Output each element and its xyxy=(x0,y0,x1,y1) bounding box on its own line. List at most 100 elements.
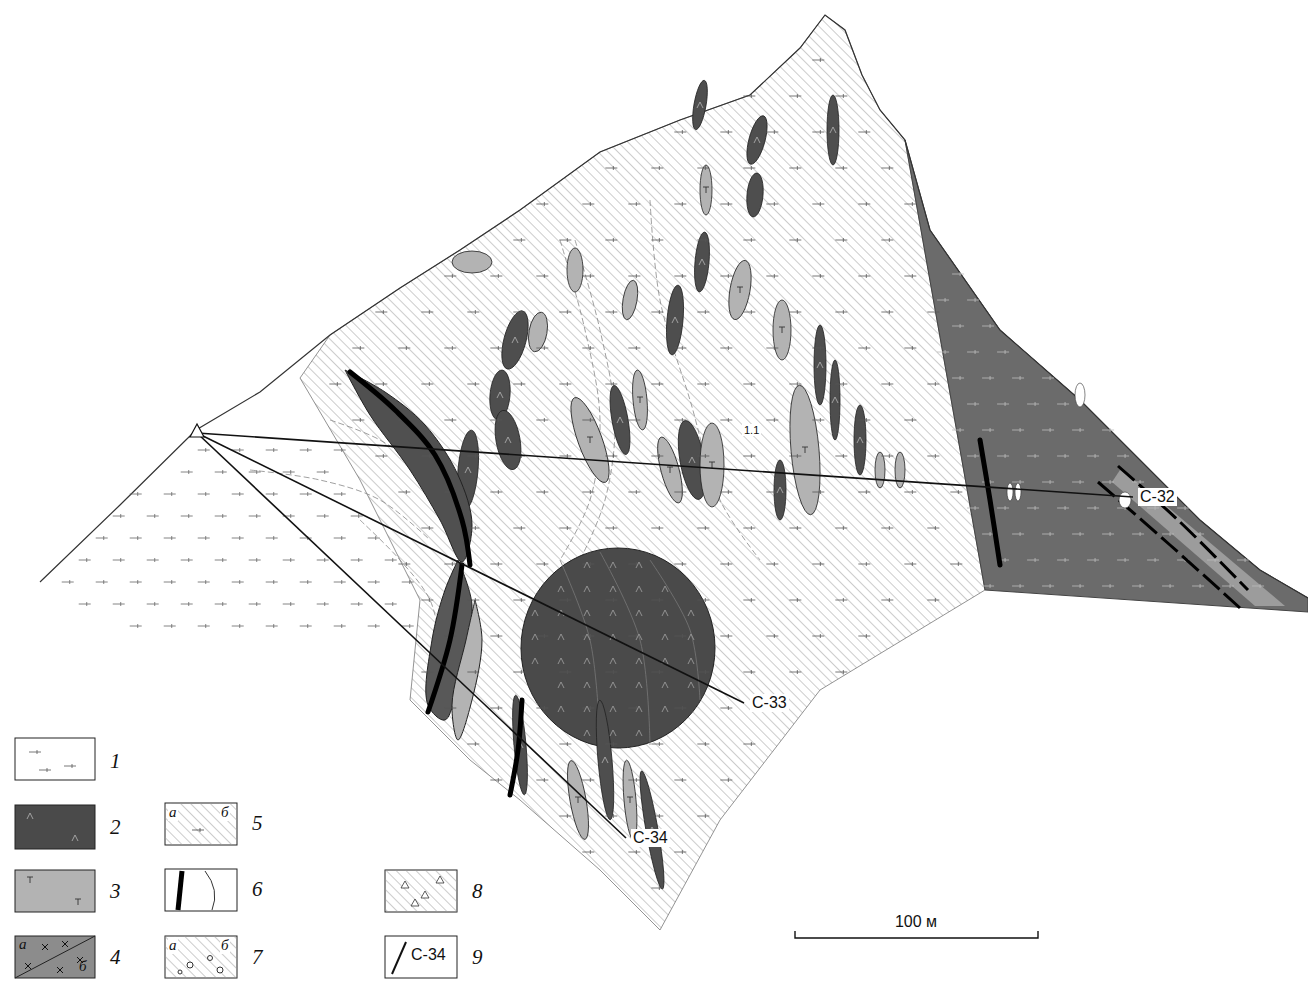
dash-symbol xyxy=(1027,558,1039,562)
dash-symbol xyxy=(300,492,312,496)
dash-symbol xyxy=(536,778,548,782)
contact-line xyxy=(250,470,430,540)
dash-symbol xyxy=(1102,532,1114,536)
dash-symbol xyxy=(181,514,193,518)
dash-symbol xyxy=(605,742,617,746)
dash-symbol xyxy=(249,602,261,606)
lens-body xyxy=(725,259,755,322)
dash-symbol xyxy=(651,814,663,818)
dash-symbol xyxy=(789,454,801,458)
dash-symbol xyxy=(1132,532,1144,536)
dash-symbol xyxy=(835,94,847,98)
caret-symbol xyxy=(857,437,863,443)
caret-symbol xyxy=(610,586,616,592)
dash-symbol xyxy=(582,418,594,422)
dash-symbol xyxy=(559,670,571,674)
caret-symbol xyxy=(512,337,518,343)
dash-symbol xyxy=(385,602,397,606)
black-vein xyxy=(980,440,1000,565)
dash-symbol xyxy=(789,382,801,386)
dash-symbol xyxy=(1162,584,1174,588)
swatch-breccia xyxy=(436,876,444,883)
lens-body xyxy=(630,370,649,431)
lens-body xyxy=(745,172,765,217)
dash-symbol xyxy=(967,506,979,510)
caret-symbol xyxy=(558,586,564,592)
dash-symbol xyxy=(743,454,755,458)
cross-symbol xyxy=(42,944,48,950)
lens-body xyxy=(773,300,791,360)
dash-symbol xyxy=(720,562,732,566)
dash-symbol xyxy=(490,634,502,638)
dash-symbol xyxy=(766,562,778,566)
dash-symbol xyxy=(1102,428,1114,432)
dash-symbol xyxy=(1162,532,1174,536)
tee-symbol xyxy=(637,397,643,403)
dash-symbol xyxy=(513,598,525,602)
dash-symbol xyxy=(198,580,210,584)
dash-symbol xyxy=(266,492,278,496)
dash-symbol xyxy=(421,526,433,530)
dash-symbol xyxy=(697,598,709,602)
dash-symbol xyxy=(283,470,295,474)
caret-symbol xyxy=(72,835,78,841)
legend-number: 6 xyxy=(252,878,263,901)
dash-symbol xyxy=(582,274,594,278)
caret-symbol xyxy=(558,658,564,664)
dash-symbol xyxy=(674,274,686,278)
dash-symbol xyxy=(997,454,1009,458)
caret-symbol xyxy=(832,397,838,403)
caret-symbol xyxy=(532,634,538,640)
tee-symbol xyxy=(779,327,785,333)
dash-symbol xyxy=(766,202,778,206)
light-band xyxy=(1112,470,1285,606)
dash-symbol xyxy=(651,886,663,890)
lens-body xyxy=(491,408,525,471)
light-lens xyxy=(452,600,482,740)
dash-symbol xyxy=(582,850,594,854)
dash-symbol xyxy=(1087,558,1099,562)
dash-symbol xyxy=(1027,402,1039,406)
dash-symbol xyxy=(181,602,193,606)
dash-symbol xyxy=(1177,506,1189,510)
dash-symbol xyxy=(812,274,824,278)
dash-symbol xyxy=(513,382,525,386)
tee-symbol xyxy=(709,462,715,468)
tee-symbol xyxy=(575,797,581,803)
caret-symbol xyxy=(662,682,668,688)
dash-symbol xyxy=(490,346,502,350)
dash-symbol xyxy=(513,526,525,530)
lens-body xyxy=(854,405,866,475)
dash-symbol xyxy=(490,490,502,494)
dash-symbol xyxy=(536,706,548,710)
caret-symbol xyxy=(688,682,694,688)
caret-symbol xyxy=(465,467,471,473)
dash-symbol xyxy=(1012,532,1024,536)
black-vein xyxy=(1098,482,1240,608)
caret-symbol xyxy=(636,706,642,712)
caret-symbol xyxy=(662,634,668,640)
caret-symbol xyxy=(610,730,616,736)
dash-symbol xyxy=(789,526,801,530)
dash-symbol xyxy=(789,310,801,314)
dash-symbol xyxy=(927,598,939,602)
caret-symbol xyxy=(688,634,694,640)
dash-symbol xyxy=(812,490,824,494)
dash-symbol xyxy=(812,58,824,62)
dash-symbol xyxy=(467,670,479,674)
lens-body xyxy=(563,394,616,487)
legend-number: 2 xyxy=(110,816,121,839)
dash-symbol xyxy=(881,238,893,242)
dash-symbol xyxy=(329,382,341,386)
dash-symbol xyxy=(351,602,363,606)
dash-symbol xyxy=(858,346,870,350)
dash-symbol xyxy=(317,514,329,518)
swatch-hatch xyxy=(165,936,237,978)
dash-symbol xyxy=(835,310,847,314)
dash-symbol xyxy=(927,454,939,458)
lens-body xyxy=(700,165,712,215)
dash-symbol xyxy=(1147,558,1159,562)
lens-body xyxy=(664,284,686,355)
dash-symbol xyxy=(628,418,640,422)
dash-symbol xyxy=(858,130,870,134)
